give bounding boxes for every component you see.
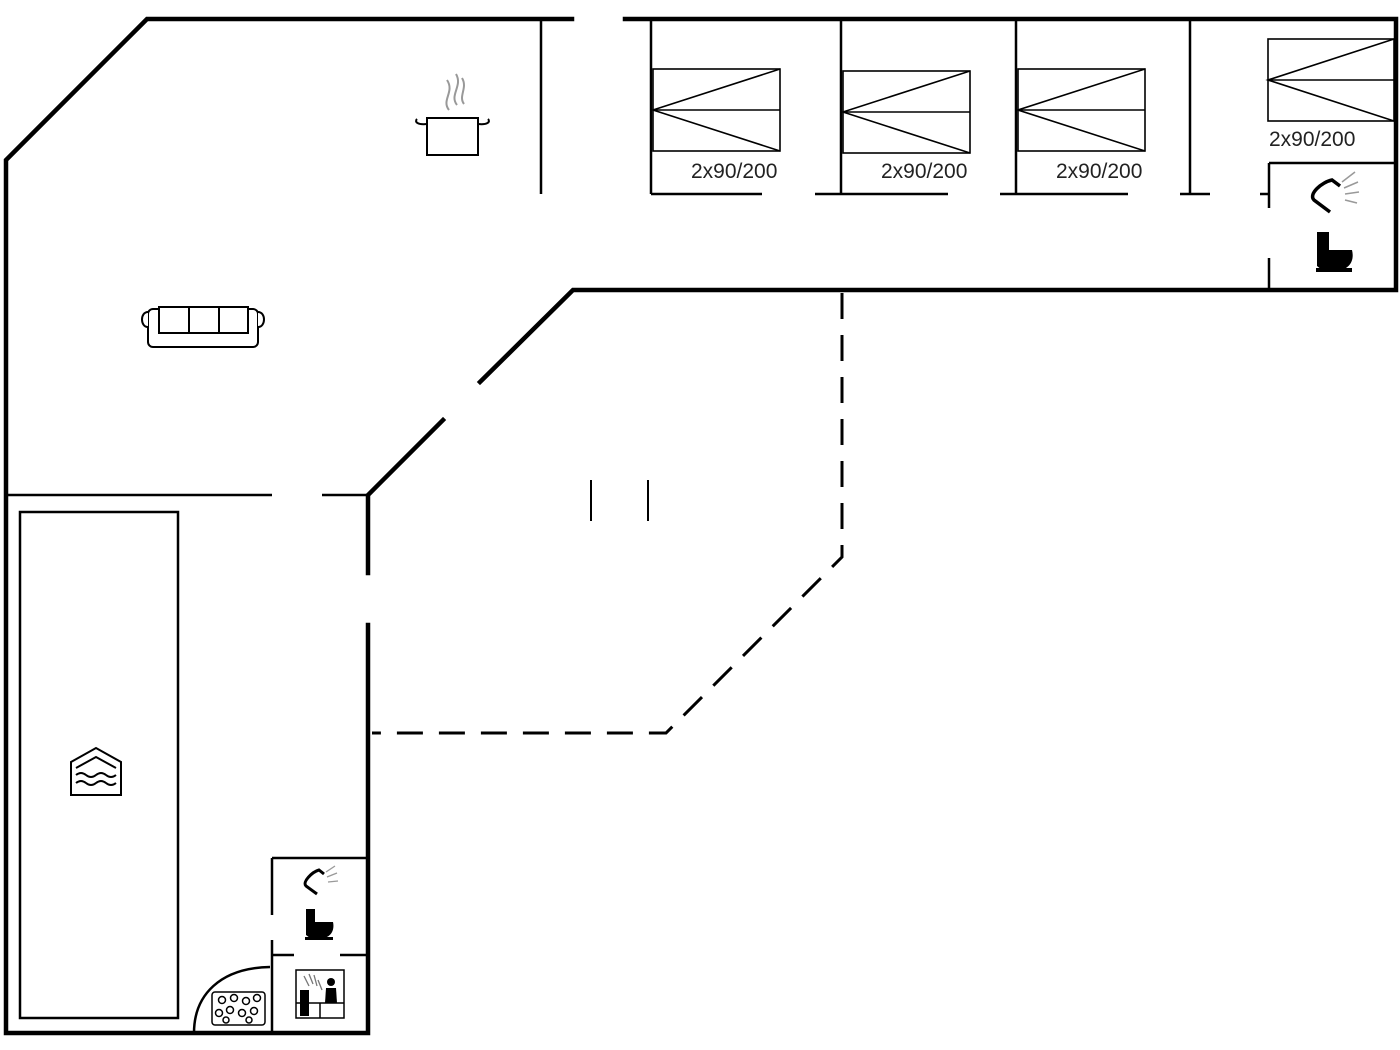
bed: 2x90/200: [1015, 68, 1146, 183]
shower-icon: [303, 865, 339, 896]
terrace-outline: [372, 293, 844, 735]
sofa-icon: [141, 306, 265, 348]
pool-icon: [70, 746, 122, 796]
jacuzzi-icon: [192, 965, 271, 1034]
bed: 2x90/200: [1265, 38, 1395, 151]
bed: 2x90/200: [650, 68, 781, 183]
bed-label: 2x90/200: [1269, 128, 1355, 151]
bed-label: 2x90/200: [1056, 160, 1142, 183]
bed-label: 2x90/200: [881, 160, 967, 183]
interior-walls: [6, 19, 1396, 1033]
toilet-icon: [1316, 232, 1353, 272]
kitchen-pot-icon: [415, 73, 490, 156]
bed-label: 2x90/200: [691, 160, 777, 183]
shower-icon: [1310, 171, 1360, 214]
bed: 2x90/200: [840, 70, 971, 183]
sauna-icon: [295, 969, 345, 1019]
toilet-icon: [305, 909, 334, 940]
